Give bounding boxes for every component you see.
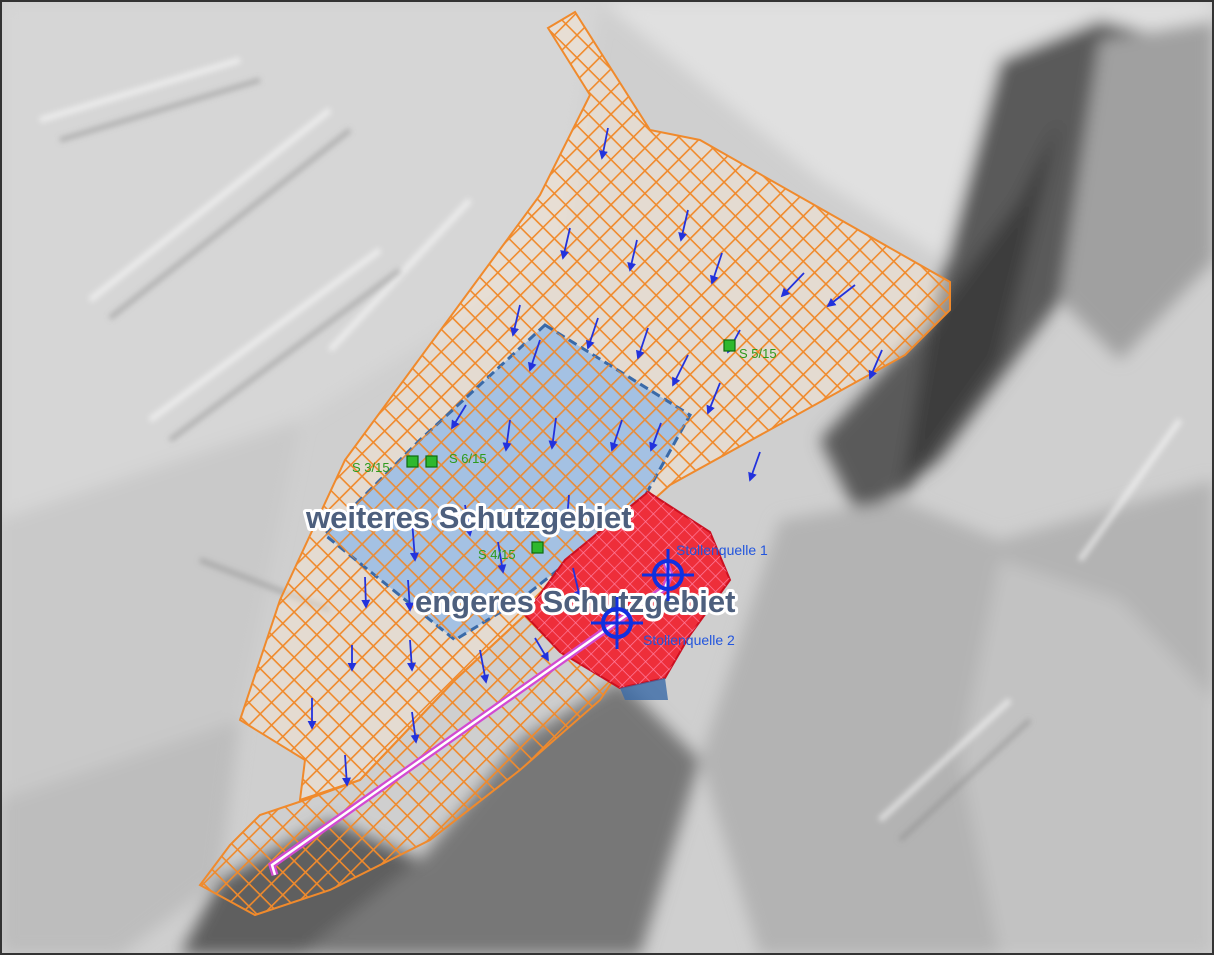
flow-arrow	[410, 711, 420, 744]
station-s6-label: S 6/15	[449, 451, 487, 466]
flow-arrow	[510, 304, 521, 337]
flow-arrow	[342, 754, 352, 787]
flow-arrow	[748, 451, 761, 482]
flow-arrow	[610, 419, 623, 452]
flow-arrow	[361, 576, 371, 609]
flow-arrow	[409, 519, 419, 562]
flow-arrow	[548, 417, 558, 450]
flow-arrow	[407, 639, 417, 672]
flow-arrow	[780, 272, 805, 298]
flow-arrow	[563, 494, 573, 522]
flow-arrow	[672, 354, 689, 387]
flow-arrow	[560, 227, 571, 260]
flow-arrow	[627, 239, 638, 272]
flow-arrow	[528, 339, 541, 372]
flow-arrow	[586, 317, 599, 350]
flow-arrow	[572, 567, 583, 600]
station-s6-marker[interactable]	[425, 455, 438, 468]
flow-arrow	[502, 419, 512, 452]
flow-arrow	[451, 404, 467, 430]
inner-zone-label: engeres Schutzgebiet	[415, 584, 735, 619]
flow-arrow	[464, 504, 474, 537]
groundwater-flow-arrows	[307, 127, 883, 787]
station-s5-marker[interactable]	[723, 339, 736, 352]
well-1-label: Stollenquelle 1	[676, 542, 768, 558]
flow-arrow	[710, 252, 723, 285]
station-s5-label: S 5/15	[739, 346, 777, 361]
flow-arrow	[678, 209, 689, 242]
flow-arrow	[479, 649, 490, 684]
flow-arrow	[636, 327, 649, 360]
well-1-symbol[interactable]	[642, 549, 694, 601]
core-protection-zone	[523, 490, 732, 700]
well-2-symbol[interactable]	[591, 597, 643, 649]
outer-zone-label: weiteres Schutzgebiet	[305, 500, 632, 535]
station-s3-label: S 3/15	[352, 460, 390, 475]
flow-arrow	[405, 579, 415, 612]
station-s3-marker[interactable]	[406, 455, 419, 468]
flow-arrow	[534, 637, 549, 662]
flow-arrow	[706, 382, 721, 415]
flow-arrow	[868, 349, 883, 380]
flow-arrow	[598, 127, 609, 160]
station-s4-label: S 4/15	[478, 547, 516, 562]
flow-arrow	[497, 541, 507, 574]
flow-arrow	[826, 284, 856, 308]
flow-arrow	[649, 422, 662, 452]
station-s4-marker[interactable]	[531, 541, 544, 554]
well-2-label: Stollenquelle 2	[643, 632, 735, 648]
